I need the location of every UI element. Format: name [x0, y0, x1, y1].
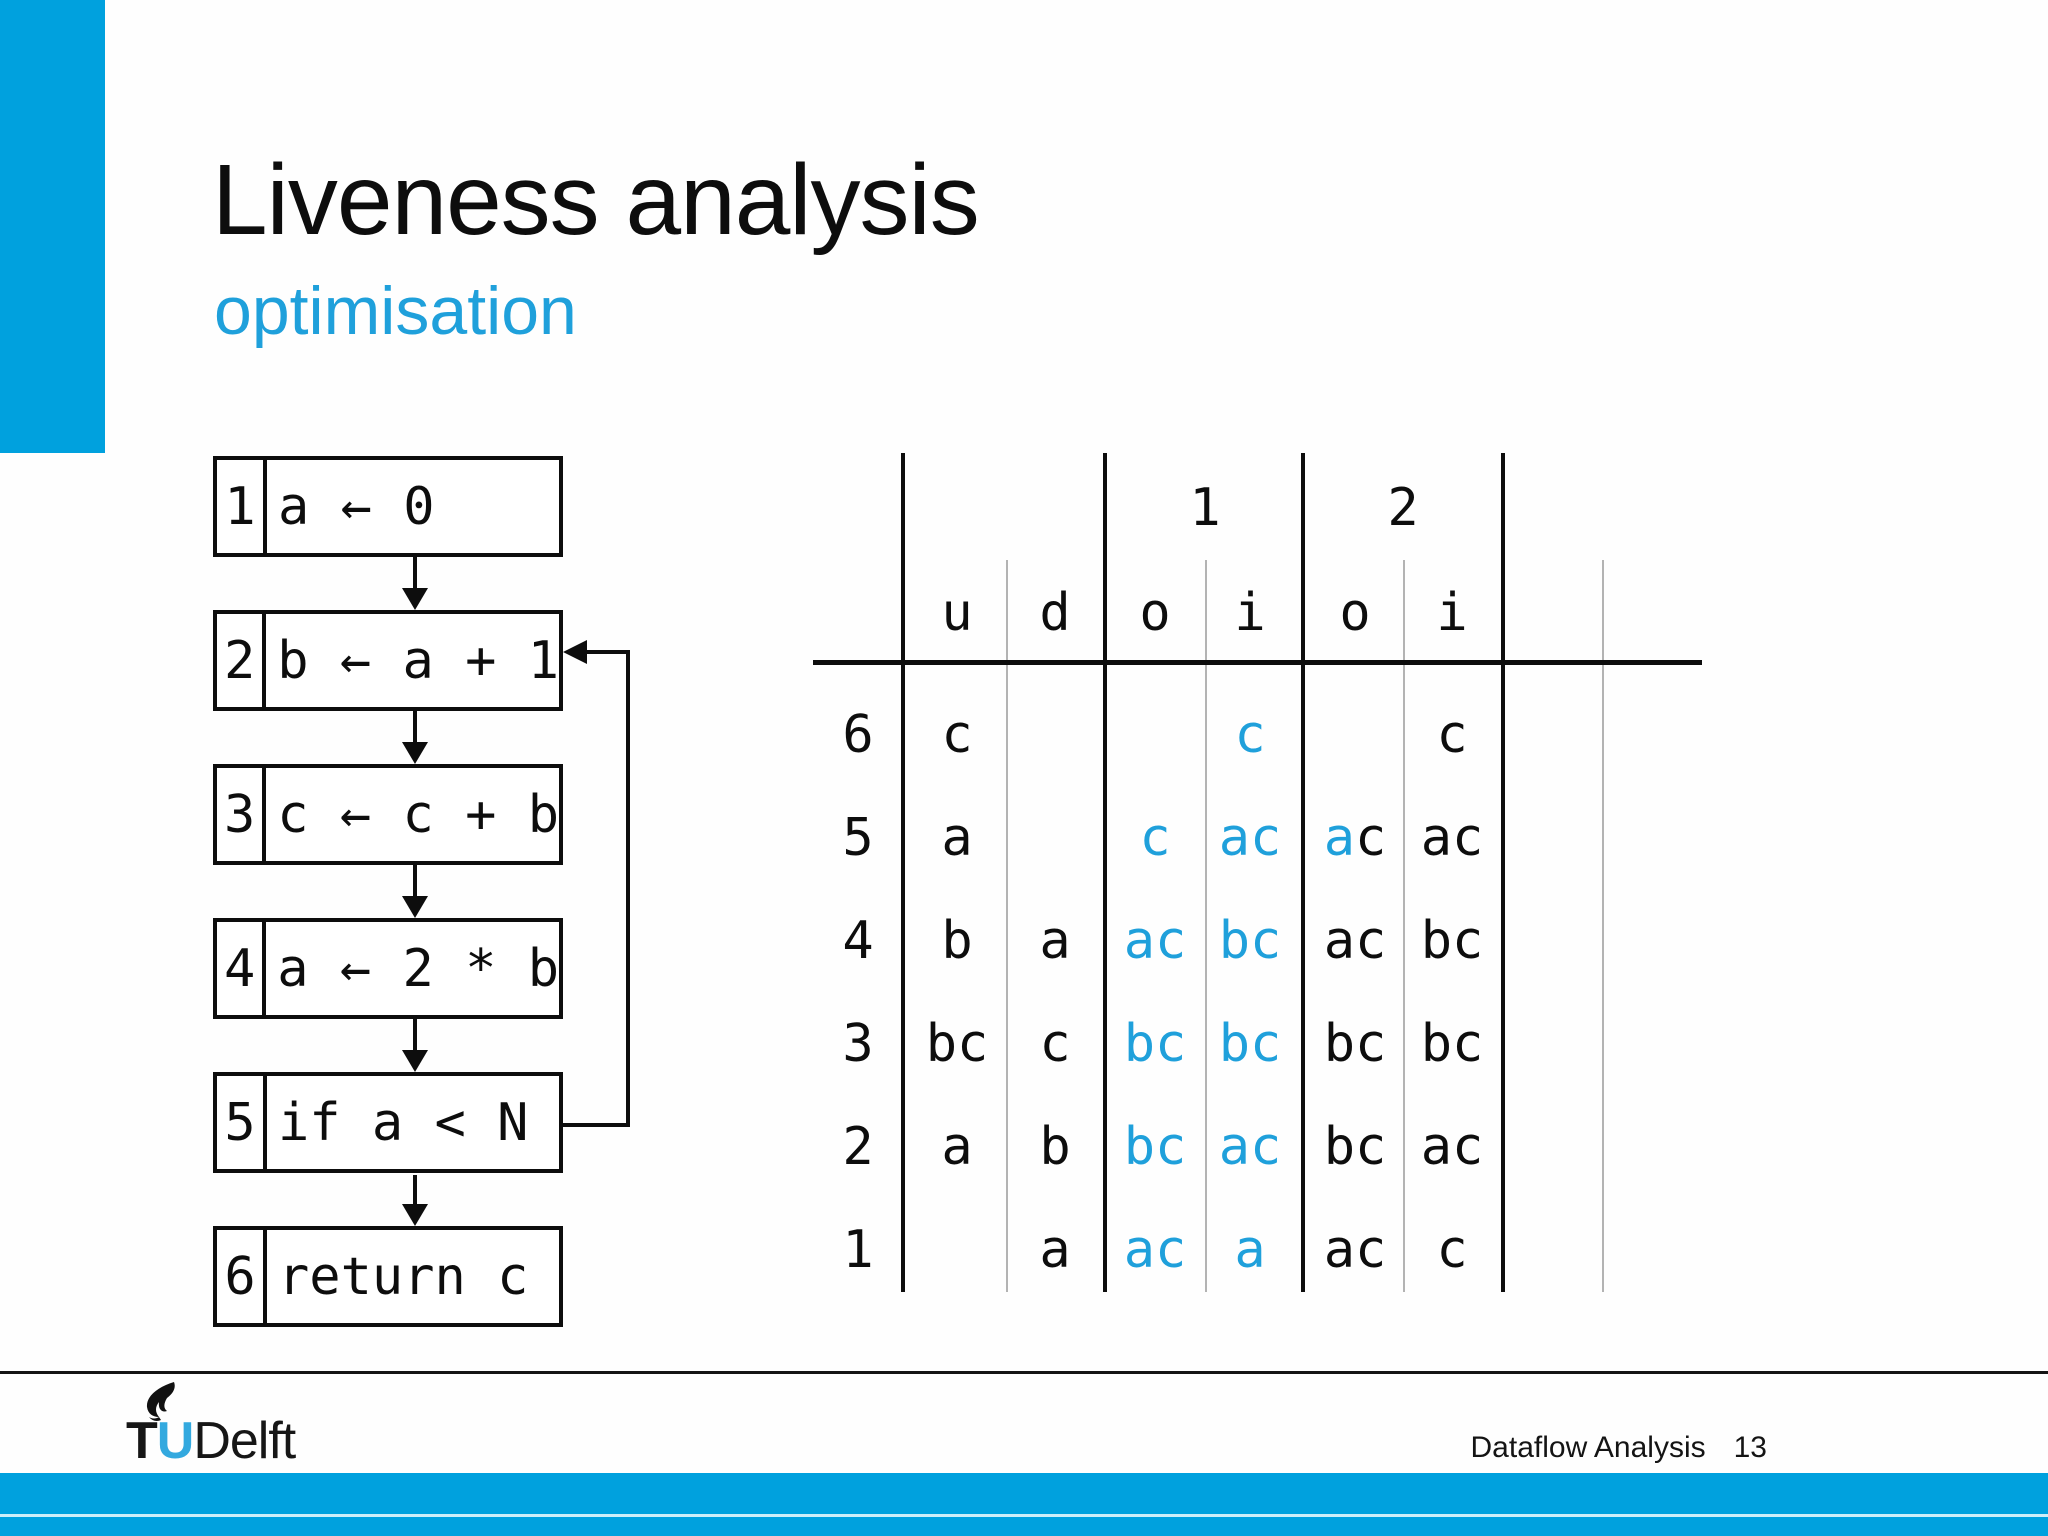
- flow-node-2: 2 b ← a + 1: [213, 610, 563, 711]
- table-iteration-header-1: 1: [1189, 478, 1221, 538]
- page-title: Liveness analysis: [212, 144, 980, 256]
- bottom-bar: [0, 1473, 2048, 1514]
- table-cell-row1-col2: ac: [1123, 1220, 1187, 1280]
- tudelft-logo: TUDelft: [126, 1381, 386, 1470]
- table-row-label-5: 5: [842, 808, 874, 868]
- flow-node-5-code: if a < N: [278, 1092, 529, 1153]
- table-cell-row4-col5: bc: [1420, 911, 1484, 971]
- table-cell-row2-col0: a: [941, 1117, 973, 1177]
- flow-node-1-code: a ← 0: [278, 476, 435, 537]
- table-cell-row6-col3: c: [1234, 705, 1266, 765]
- table-cell-row2-col3: ac: [1218, 1117, 1282, 1177]
- table-col-header-3-i: i: [1234, 583, 1266, 643]
- table-col-header-1-d: d: [1039, 583, 1071, 643]
- table-rule-vertical-light-2: [1403, 560, 1405, 1292]
- table-row-label-6: 6: [842, 705, 874, 765]
- table-cell-row2-col5: ac: [1420, 1117, 1484, 1177]
- flow-node-2-number: 2: [217, 614, 267, 707]
- table-cell-row5-col4: ac: [1323, 808, 1387, 868]
- back-edge-arrowhead-icon: [563, 640, 587, 664]
- flow-arrow-1-2-icon: [402, 557, 428, 610]
- table-cell-row3-col3: bc: [1218, 1014, 1282, 1074]
- table-rule-vertical-2: [1301, 453, 1305, 1292]
- flow-node-4-number: 4: [217, 922, 267, 1015]
- table-cell-row1-col1: a: [1039, 1220, 1071, 1280]
- table-col-header-5-i: i: [1436, 583, 1468, 643]
- flow-node-3-code: c ← c + b: [277, 784, 559, 845]
- logo-tu-t: T: [126, 1412, 158, 1470]
- table-cell-row5-col3: ac: [1218, 808, 1282, 868]
- table-cell-row2-col2: bc: [1123, 1117, 1187, 1177]
- table-cell-row4-col3: bc: [1218, 911, 1282, 971]
- table-cell-row1-col3: a: [1234, 1220, 1266, 1280]
- table-col-header-2-o: o: [1139, 583, 1171, 643]
- table-row-label-2: 2: [842, 1117, 874, 1177]
- tudelft-flame-icon: [146, 1382, 175, 1421]
- table-cell-row3-col1: c: [1039, 1014, 1071, 1074]
- flow-node-1: 1 a ← 0: [213, 456, 563, 557]
- back-edge-vertical-segment: [626, 650, 630, 1127]
- table-cell-row1-col4: ac: [1323, 1220, 1387, 1280]
- table-cell-row4-col0: b: [941, 911, 973, 971]
- table-row-label-1: 1: [842, 1220, 874, 1280]
- table-header-rule: [813, 660, 1702, 665]
- tudelft-wordmark: TUDelft: [126, 1412, 296, 1470]
- table-cell-row5-col0: a: [941, 808, 973, 868]
- flow-node-3-number: 3: [217, 768, 267, 861]
- table-rule-vertical-0: [901, 453, 905, 1292]
- table-cell-row4-col2: ac: [1123, 911, 1187, 971]
- flow-node-5-number: 5: [217, 1076, 267, 1169]
- flow-node-6: 6 return c: [213, 1226, 563, 1327]
- table-rule-vertical-3: [1501, 453, 1505, 1292]
- flow-node-4-code: a ← 2 * b: [277, 938, 559, 999]
- table-rule-vertical-light-1: [1205, 560, 1207, 1292]
- table-iteration-header-2: 2: [1387, 478, 1419, 538]
- left-accent-bar: [0, 0, 105, 453]
- table-cell-row6-col5: c: [1436, 705, 1468, 765]
- table-cell-row1-col5: c: [1436, 1220, 1468, 1280]
- table-row-label-4: 4: [842, 911, 874, 971]
- table-cell-row3-col5: bc: [1420, 1014, 1484, 1074]
- footer-text: Dataflow Analysis 13: [1471, 1431, 1767, 1465]
- table-cell-row3-col2: bc: [1123, 1014, 1187, 1074]
- flow-node-4: 4 a ← 2 * b: [213, 918, 563, 1019]
- table-cell-row5-col2: c: [1139, 808, 1171, 868]
- table-rule-vertical-light-0: [1006, 560, 1008, 1292]
- table-cell-row3-col0: bc: [925, 1014, 989, 1074]
- table-rule-vertical-1: [1103, 453, 1107, 1292]
- flow-node-5: 5 if a < N: [213, 1072, 563, 1173]
- table-row-label-3: 3: [842, 1014, 874, 1074]
- back-edge-top-segment: [585, 650, 630, 654]
- table-cell-row5-col5: ac: [1420, 808, 1484, 868]
- flow-node-1-number: 1: [217, 460, 267, 553]
- table-cell-row3-col4: bc: [1323, 1014, 1387, 1074]
- flow-node-6-number: 6: [217, 1230, 267, 1323]
- table-col-header-0-u: u: [941, 583, 973, 643]
- flow-arrow-5-6-icon: [402, 1175, 428, 1226]
- table-rule-vertical-light-3: [1602, 560, 1604, 1292]
- table-col-header-4-o: o: [1339, 583, 1371, 643]
- table-cell-row2-col1: b: [1039, 1117, 1071, 1177]
- flow-node-6-code: return c: [278, 1246, 529, 1307]
- flow-node-3: 3 c ← c + b: [213, 764, 563, 865]
- bottom-bar-lower: [0, 1517, 2048, 1536]
- logo-tu-u: U: [156, 1412, 195, 1470]
- table-cell-row4-col4: ac: [1323, 911, 1387, 971]
- flow-arrow-4-5-icon: [402, 1019, 428, 1072]
- back-edge-bottom-segment: [563, 1123, 630, 1127]
- flow-arrow-2-3-icon: [402, 711, 428, 764]
- course-name: Dataflow Analysis: [1470, 1431, 1706, 1464]
- logo-delft: Delft: [193, 1412, 296, 1470]
- table-cell-row2-col4: bc: [1323, 1117, 1387, 1177]
- flow-node-2-code: b ← a + 1: [277, 630, 559, 691]
- page-subtitle: optimisation: [214, 273, 577, 349]
- table-cell-row4-col1: a: [1039, 911, 1071, 971]
- flow-arrow-3-4-icon: [402, 865, 428, 918]
- bottom-bar-separator: [0, 1514, 2048, 1517]
- footer-divider: [0, 1371, 2048, 1374]
- page-number: 13: [1733, 1431, 1767, 1464]
- table-cell-row6-col0: c: [941, 705, 973, 765]
